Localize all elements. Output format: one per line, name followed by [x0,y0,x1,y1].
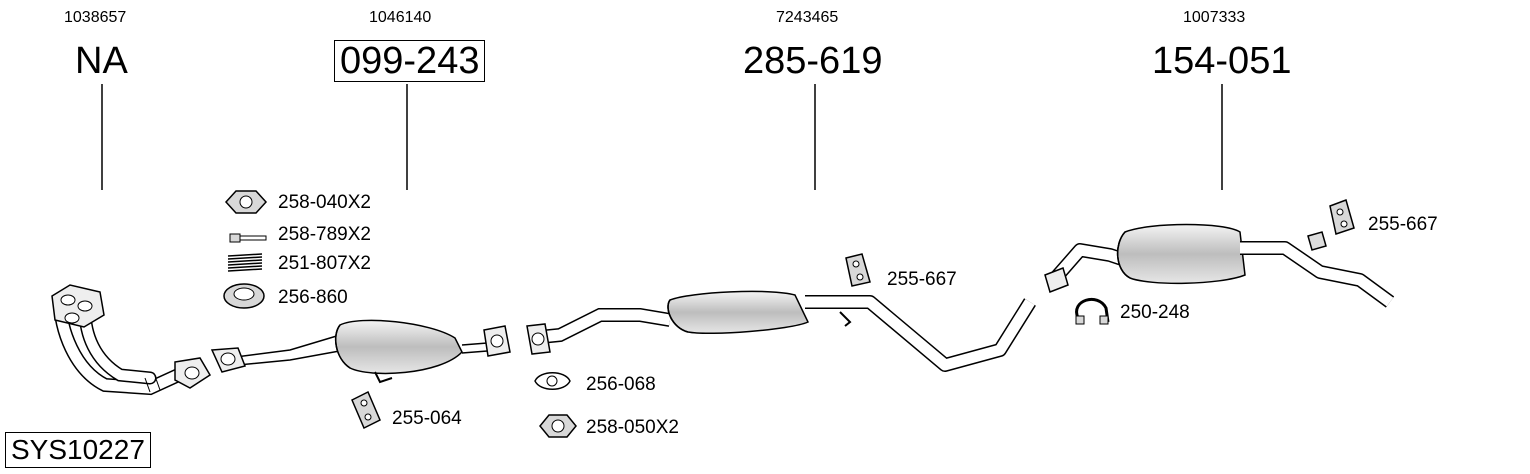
part-number-099-243: 099-243 [334,40,486,82]
part-label-nut-front: 258-040X2 [278,192,371,213]
catalytic-converter [210,319,511,384]
rubber-mount-icon-mid [845,253,871,287]
part-label-mount-mid: 255-667 [887,269,957,290]
part-label-bolt: 258-789X2 [278,224,371,245]
rear-silencer [1044,223,1395,308]
part-number-na: NA [75,40,128,82]
ref-number: 1038657 [64,9,127,26]
part-label-nut-mid: 258-050X2 [586,417,679,438]
flange-gasket-icon [534,372,571,390]
part-label-mount-rear: 255-667 [1368,214,1438,235]
ref-number: 1007333 [1183,9,1246,26]
intermediate-silencer [526,290,1036,372]
part-label-spring: 251-807X2 [278,253,371,274]
system-code: SYS10227 [5,432,151,468]
ring-gasket-icon [223,283,265,309]
part-label-ring-gasket: 256-860 [278,287,348,308]
part-label-clamp: 250-248 [1120,302,1190,323]
bolt-icon [229,233,267,243]
clamp-icon [1075,297,1110,325]
rubber-mount-icon-front [351,390,381,430]
part-label-mount-front: 255-064 [392,408,462,429]
part-number-285-619: 285-619 [743,40,883,82]
nut-icon [224,190,268,214]
spring-icon [227,253,263,272]
rubber-mount-icon-rear [1329,199,1355,235]
nut-icon-mid [539,414,577,438]
ref-number: 1046140 [369,9,432,26]
part-number-154-051: 154-051 [1152,40,1292,82]
part-label-gasket-mid: 256-068 [586,374,656,395]
ref-number: 7243465 [776,9,839,26]
front-downpipe [51,284,212,396]
